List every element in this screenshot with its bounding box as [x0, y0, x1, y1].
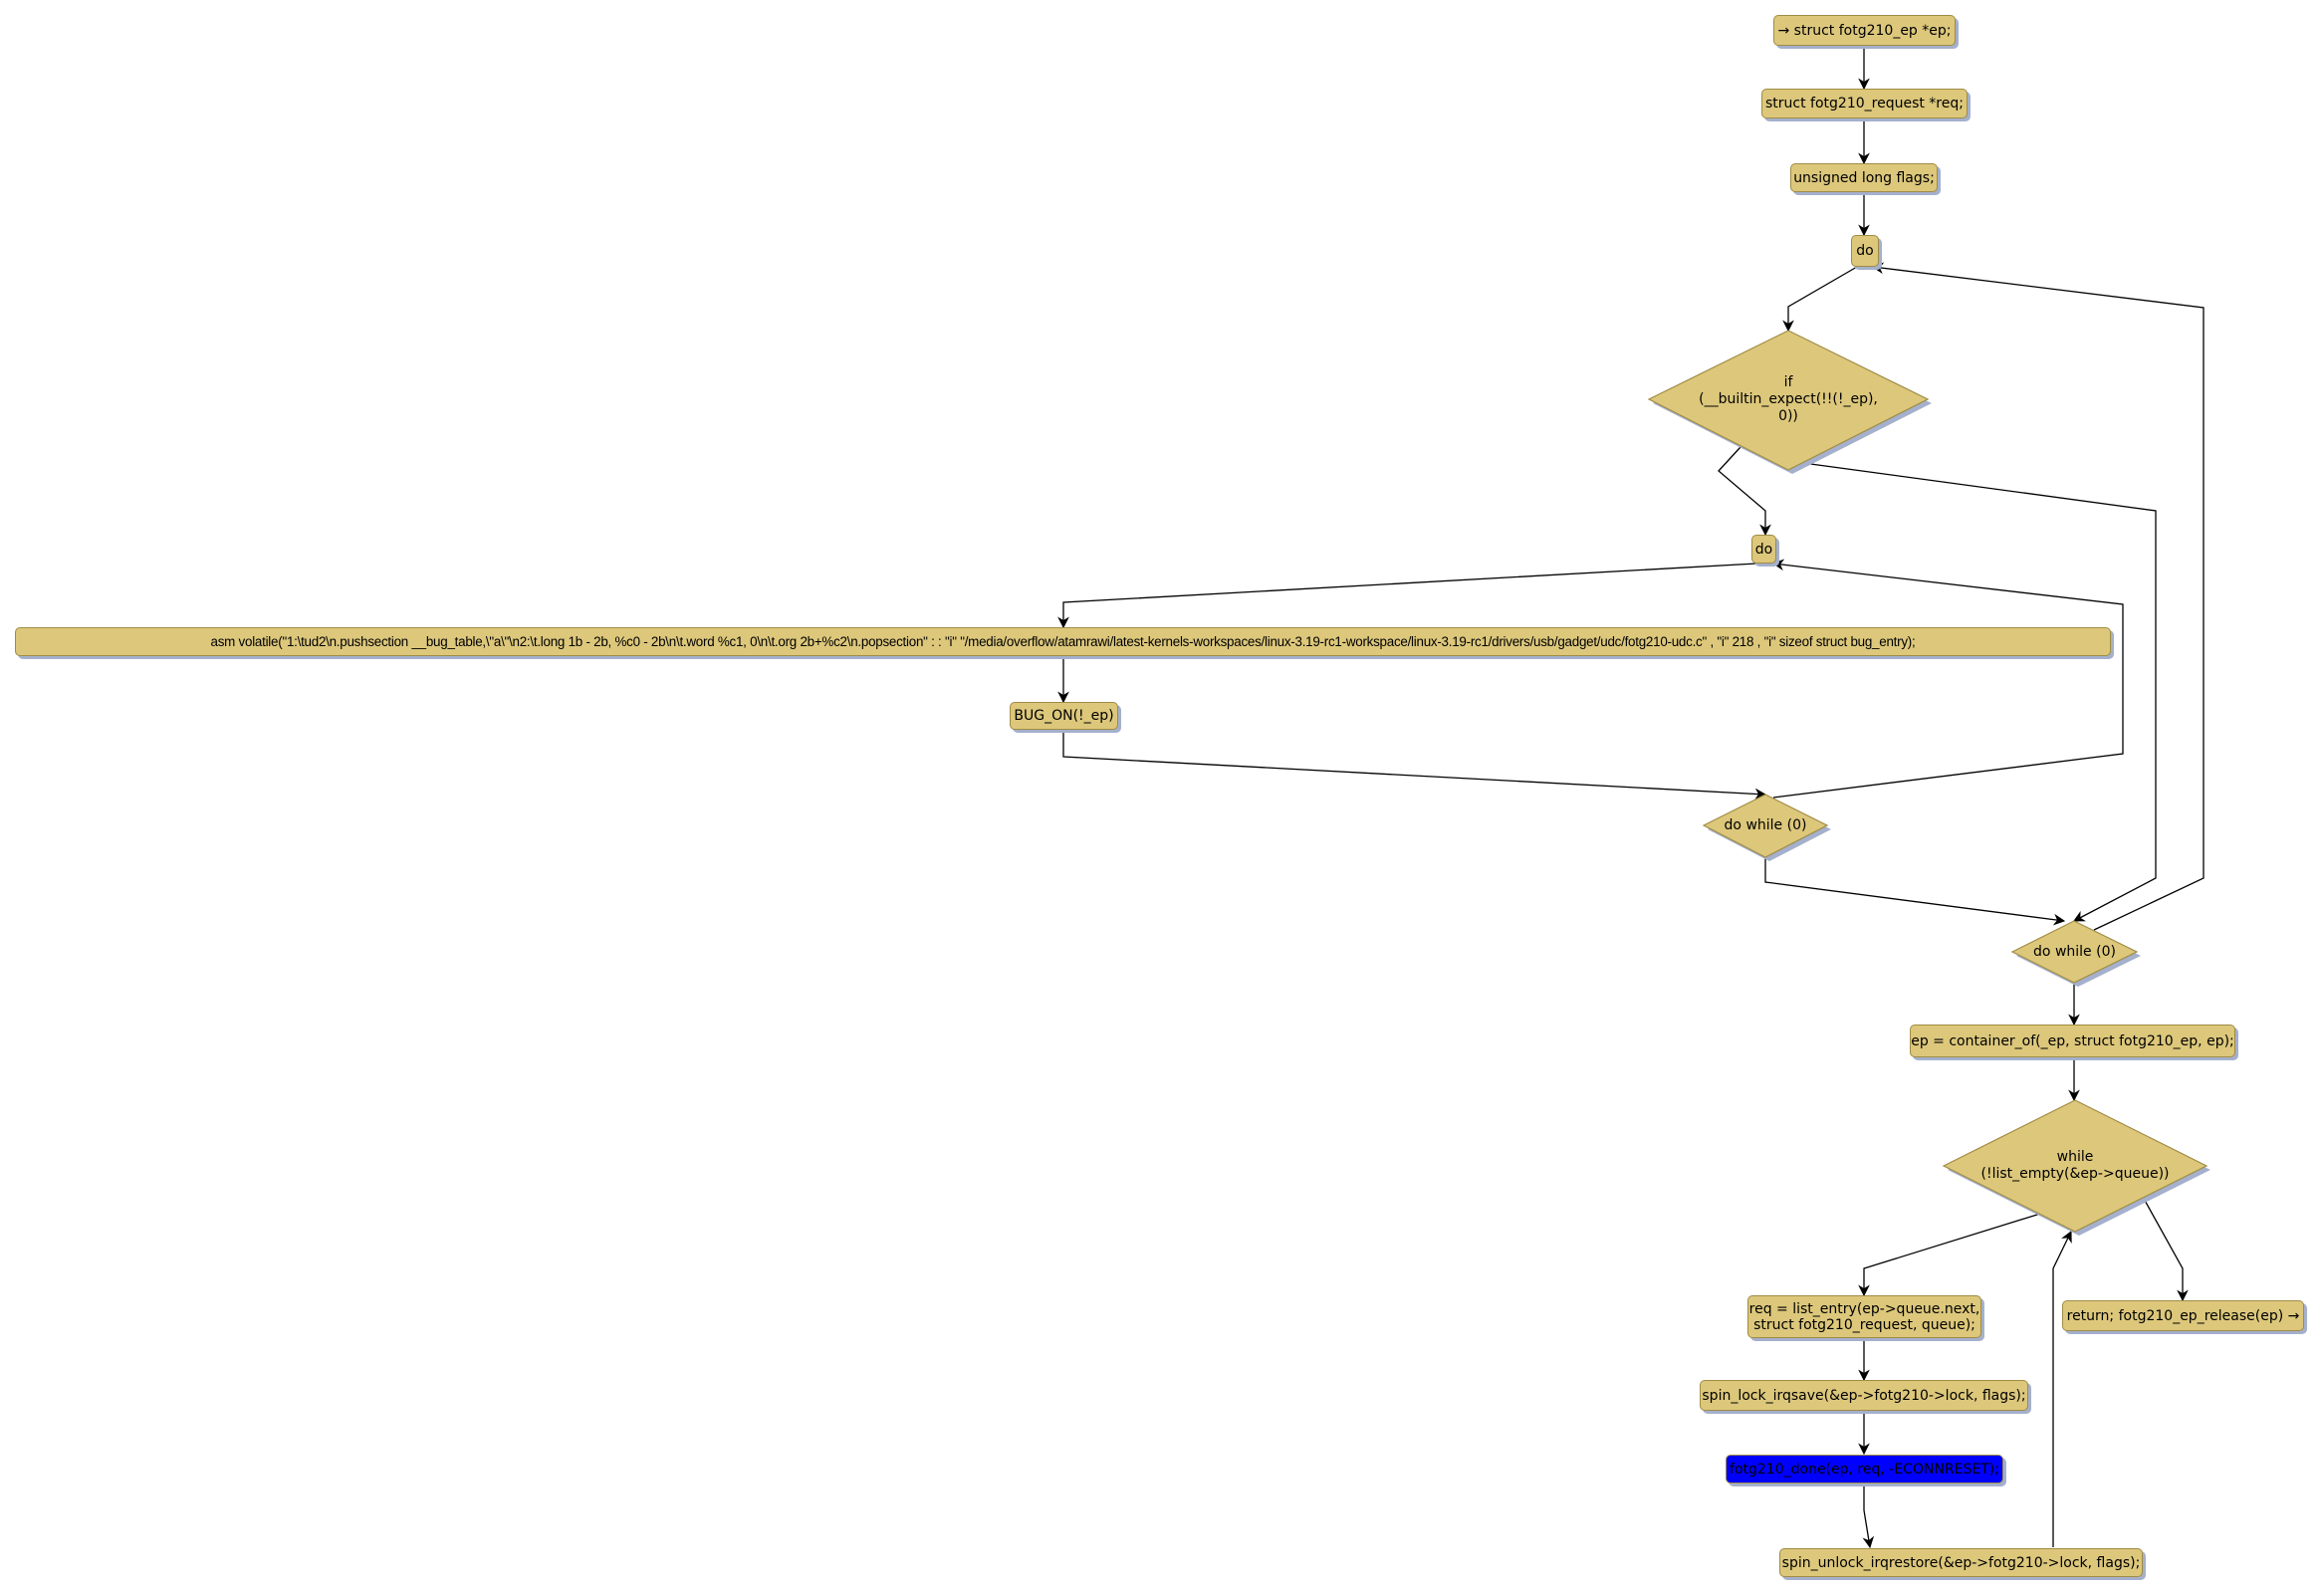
- edge-dowhile-back-do1: [1871, 262, 2205, 931]
- node-spin-unlock[interactable]: spin_unlock_irqrestore(&ep->fotg210->loc…: [1779, 1548, 2143, 1577]
- edge-dowhile-back-do2: [1771, 559, 2124, 798]
- edge-done-unlock: [1862, 1483, 1875, 1549]
- while-decision-label[interactable]: while (!list_empty(&ep->queue)): [1980, 1149, 2170, 1182]
- while-decision-diamond: [1942, 1099, 2208, 1233]
- node-list-entry[interactable]: req = list_entry(ep->queue.next, struct …: [1747, 1295, 1981, 1338]
- node-do-outer[interactable]: do: [1851, 235, 1879, 267]
- if-decision-diamond: [1647, 330, 1930, 471]
- dowhile-outer-label[interactable]: do while (0): [2033, 943, 2116, 960]
- node-flags-declaration[interactable]: unsigned long flags;: [1790, 163, 1938, 192]
- dowhile-inner-label[interactable]: do while (0): [1724, 816, 1807, 833]
- edge-do1-if: [1782, 266, 1858, 333]
- edge-if-true-do2: [1718, 446, 1771, 537]
- node-spin-lock[interactable]: spin_lock_irqsave(&ep->fotg210->lock, fl…: [1700, 1380, 2028, 1411]
- dowhile-outer-diamond: [2010, 920, 2139, 984]
- node-req-declaration[interactable]: struct fotg210_request *req;: [1761, 89, 1968, 118]
- node-do-inner[interactable]: do: [1751, 535, 1776, 564]
- node-bug-on[interactable]: BUG_ON(!_ep): [1010, 702, 1118, 730]
- if-decision-label[interactable]: if (__builtin_expect(!!(!_ep), 0)): [1699, 373, 1878, 424]
- edge-if-false-dowhile: [1802, 462, 2157, 922]
- edge-unlock-while: [2052, 1230, 2072, 1547]
- edge-bugon-dowhile: [1062, 730, 1767, 800]
- node-container-of[interactable]: ep = container_of(_ep, struct fotg210_ep…: [1910, 1025, 2235, 1057]
- edge-while-listentry: [1858, 1213, 2041, 1297]
- edge-while-return: [2142, 1196, 2189, 1302]
- node-fotg210-done-highlighted[interactable]: fotg210_done(ep, req, -ECONNRESET);: [1726, 1455, 2003, 1483]
- dowhile-inner-diamond: [1702, 794, 1829, 858]
- edge-dowhile-inner-outer: [1764, 857, 2066, 926]
- node-ep-declaration[interactable]: → struct fotg210_ep *ep;: [1773, 15, 1956, 46]
- edge-do2-asm: [1057, 563, 1757, 629]
- node-return[interactable]: return; fotg210_ep_release(ep) →: [2062, 1300, 2304, 1331]
- node-asm-volatile[interactable]: asm volatile("1:\tud2\n.pushsection __bu…: [15, 627, 2111, 656]
